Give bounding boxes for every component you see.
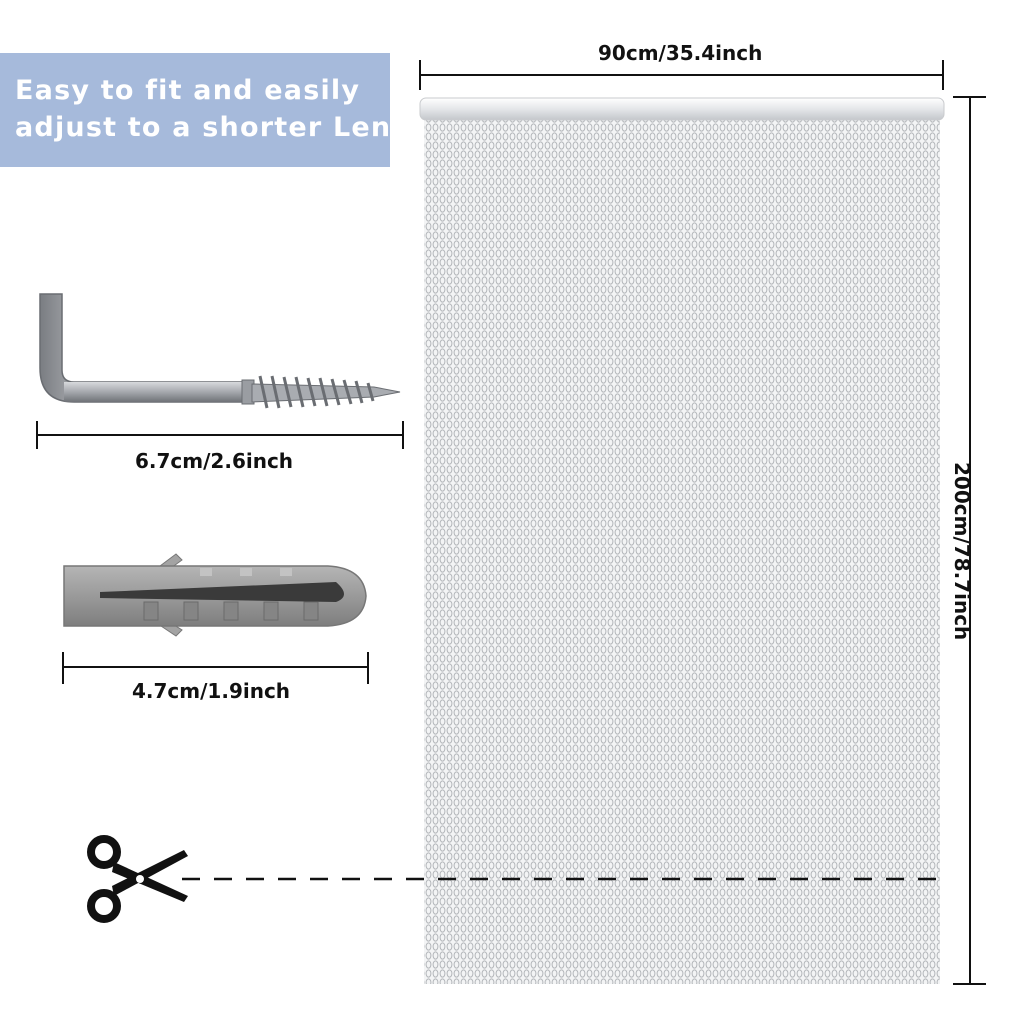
plug-length-label: 4.7cm/1.9inch: [132, 679, 291, 703]
banner-line-2: adjust to a shorter Length: [15, 112, 447, 143]
cut-line: [182, 877, 944, 881]
scissors-icon: [87, 835, 188, 923]
curtain-width-label: 90cm/35.4inch: [598, 41, 763, 65]
hook-length-dimension: [36, 421, 404, 449]
banner-line-1: Easy to fit and easily: [15, 75, 361, 106]
curtain-width-dimension: [419, 60, 944, 90]
curtain-rail: [419, 97, 945, 121]
curtain-height-dimension: [953, 96, 986, 985]
wall-plug-icon: [63, 553, 367, 637]
plug-length-dimension: [62, 652, 369, 684]
chain-mesh: [424, 118, 940, 984]
feature-banner: Easy to fit and easily adjust to a short…: [0, 53, 445, 167]
hook-length-label: 6.7cm/2.6inch: [135, 449, 294, 473]
screw-hook-icon: [39, 293, 401, 409]
chain-curtain: [419, 97, 945, 984]
curtain-height-label: 200cm/78.7inch: [950, 462, 974, 641]
